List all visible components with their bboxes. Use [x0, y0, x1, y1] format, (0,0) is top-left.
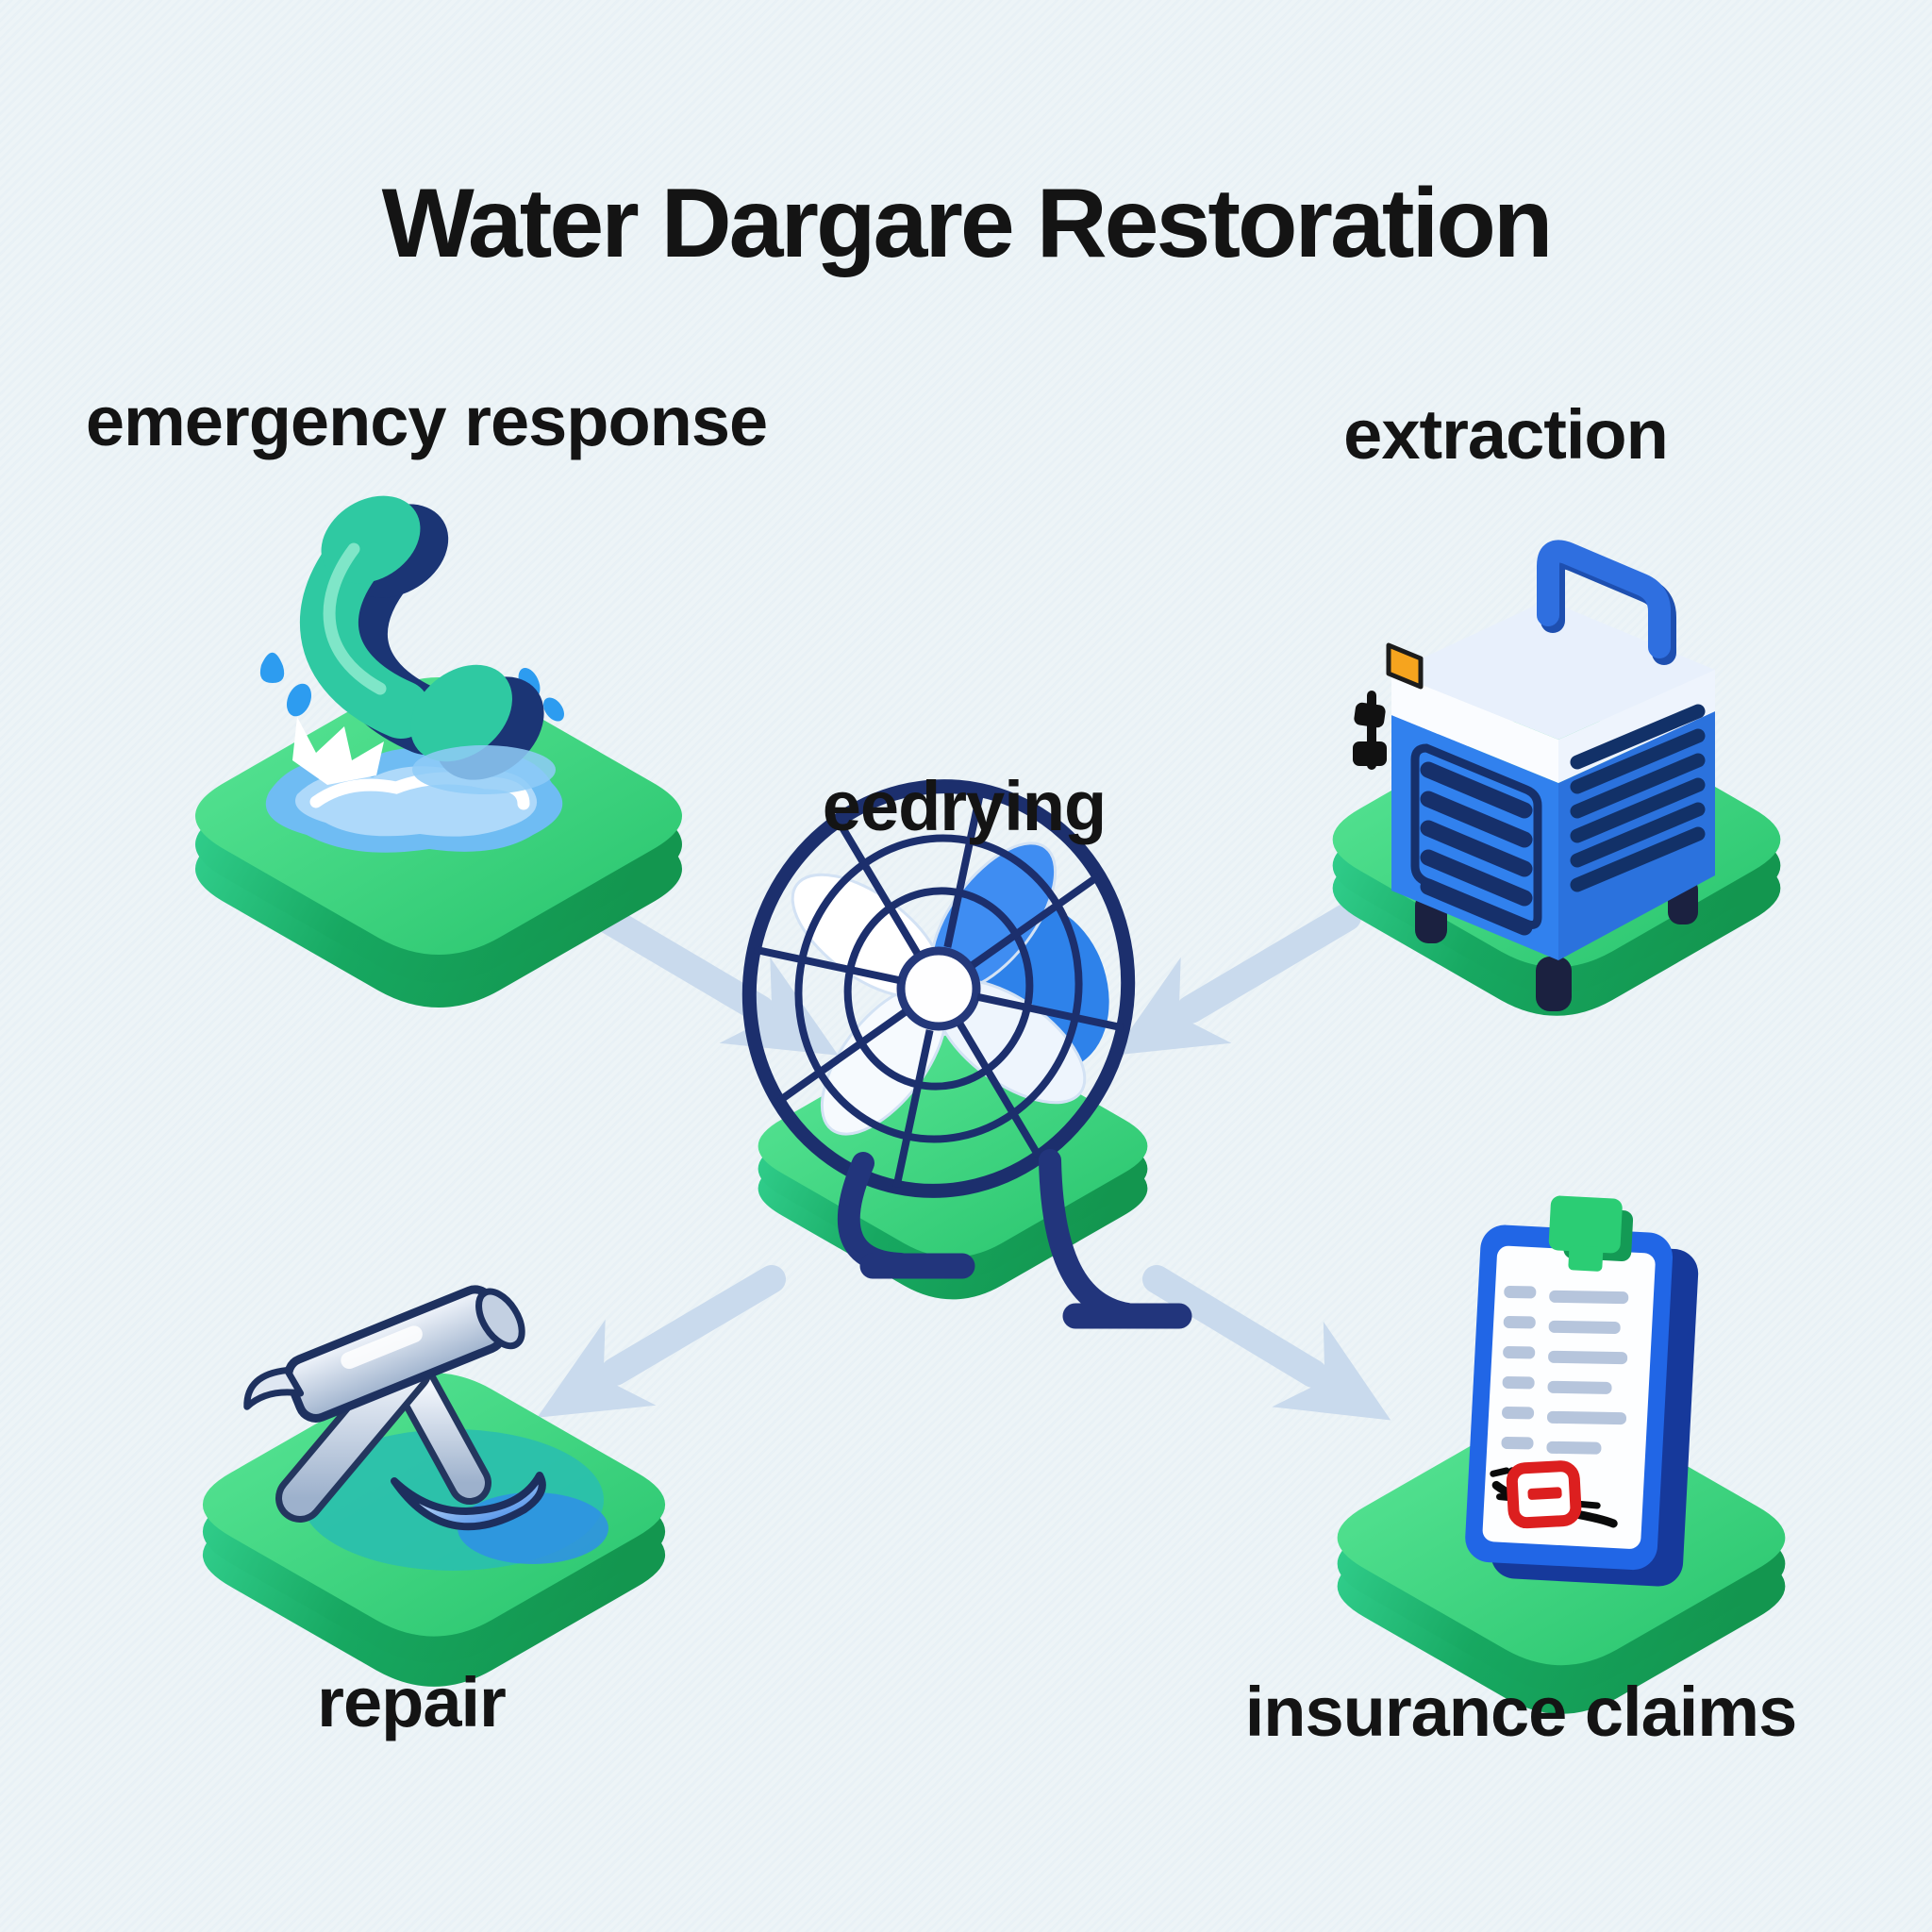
- hammer-trowel-icon: [243, 1285, 608, 1571]
- arrow-drying-to-claims: [1142, 1265, 1391, 1421]
- fan-icon: [741, 779, 1192, 1329]
- puddle-front: [412, 745, 556, 794]
- fan-legs: [837, 1149, 1192, 1329]
- clipboard-claim-icon: [1465, 1195, 1699, 1587]
- trowel-blade: [391, 1472, 546, 1531]
- node-emergency-response: [195, 495, 682, 1008]
- page-title: Water Dargare Restoration: [381, 169, 1554, 278]
- node-insurance-claims: [1338, 1195, 1786, 1713]
- water-splash: [292, 717, 384, 785]
- label-emergency-response: emergency response: [85, 382, 768, 460]
- water-drop: [543, 697, 564, 722]
- node-drying: [741, 779, 1192, 1329]
- hammer: [243, 1285, 525, 1523]
- water-drop: [259, 652, 285, 683]
- phone-handset: [300, 495, 512, 762]
- hammer-head: [243, 1285, 525, 1423]
- trowel: [391, 1365, 546, 1531]
- label-insurance-claims: insurance claims: [1244, 1673, 1798, 1751]
- node-repair: [203, 1285, 665, 1687]
- power-button: [1386, 642, 1424, 690]
- arrow-emergency-to-drying: [590, 903, 839, 1056]
- machine-handle: [1537, 540, 1676, 665]
- flow-arrows: [537, 903, 1391, 1421]
- clipboard-clip: [1548, 1195, 1623, 1254]
- label-repair: repair: [317, 1663, 507, 1741]
- water-drop: [286, 683, 312, 717]
- label-drying: eedrying: [822, 767, 1107, 845]
- fan-hub: [896, 946, 981, 1031]
- side-latches: [1353, 691, 1387, 770]
- phone-splash-icon: [259, 495, 564, 853]
- front-vent-slats: [1420, 761, 1533, 936]
- machine-white-band: [1391, 673, 1558, 783]
- document-lines: [1501, 1286, 1629, 1455]
- machine-top-face: [1391, 600, 1715, 740]
- arrow-drying-to-repair: [537, 1265, 786, 1418]
- node-extraction: [1333, 540, 1781, 1015]
- dehumidifier-icon: [1353, 540, 1715, 1011]
- arrow-extraction-to-drying: [1112, 903, 1361, 1056]
- label-extraction: extraction: [1343, 395, 1669, 474]
- side-vent-slats: [1570, 704, 1706, 892]
- fan-cage: [741, 779, 1136, 1198]
- red-stamp: [1506, 1460, 1582, 1529]
